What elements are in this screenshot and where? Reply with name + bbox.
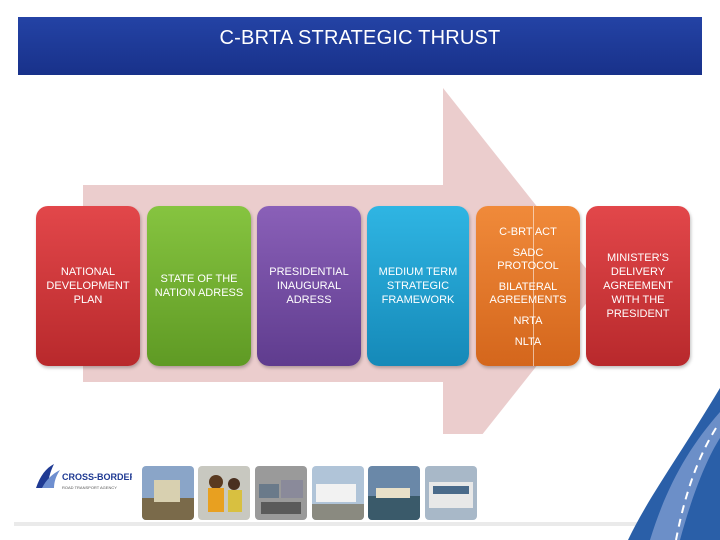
- page-title: C-BRTA STRATEGIC THRUST: [219, 27, 501, 49]
- list-item: NLTA: [514, 336, 542, 348]
- photo-road-workers: [198, 466, 250, 520]
- card-label: PRESIDENTIAL INAUGURAL ADRESS: [269, 266, 349, 306]
- cross-border-logo: CROSS-BORDER ROAD TRANSPORT AGENCY: [32, 458, 137, 498]
- arrow-edge-line: [533, 206, 534, 366]
- list-item: C-BRT ACT: [499, 226, 557, 238]
- card-label: NATIONAL DEVELOPMENT PLAN: [46, 266, 130, 306]
- card-national-development-plan: NATIONAL DEVELOPMENT PLAN: [36, 206, 140, 366]
- card-label: MINISTER'S DELIVERY AGREEMENT WITH THE P…: [603, 252, 673, 320]
- logo-icon: CROSS-BORDER ROAD TRANSPORT AGENCY: [36, 464, 137, 490]
- list-item: NRTA: [513, 315, 543, 327]
- card-label: MEDIUM TERM STRATEGIC FRAMEWORK: [378, 266, 458, 306]
- list-item: SADC PROTOCOL: [497, 247, 559, 272]
- card-presidential-inaugural: PRESIDENTIAL INAUGURAL ADRESS: [257, 206, 361, 366]
- photo-bus: [425, 466, 477, 520]
- photo-traffic: [255, 466, 307, 520]
- logo-name: CROSS-BORDER: [62, 472, 132, 482]
- photo-trucks: [312, 466, 364, 520]
- card-label: STATE OF THE NATION ADRESS: [154, 273, 244, 299]
- list-item: BILATERAL AGREEMENTS: [489, 281, 567, 306]
- card-ministers-delivery-agreement: MINISTER'S DELIVERY AGREEMENT WITH THE P…: [586, 206, 690, 366]
- photo-officer: [142, 466, 194, 520]
- card-legislation-list: C-BRT ACT SADC PROTOCOL BILATERAL AGREEM…: [476, 206, 580, 366]
- card-state-of-the-nation: STATE OF THE NATION ADRESS: [147, 206, 251, 366]
- logo-tagline: ROAD TRANSPORT AGENCY: [62, 485, 117, 490]
- card-medium-term-framework: MEDIUM TERM STRATEGIC FRAMEWORK: [367, 206, 469, 366]
- road-graphic: [628, 388, 720, 540]
- photo-boats: [368, 466, 420, 520]
- title-bar: C-BRTA STRATEGIC THRUST: [18, 17, 702, 75]
